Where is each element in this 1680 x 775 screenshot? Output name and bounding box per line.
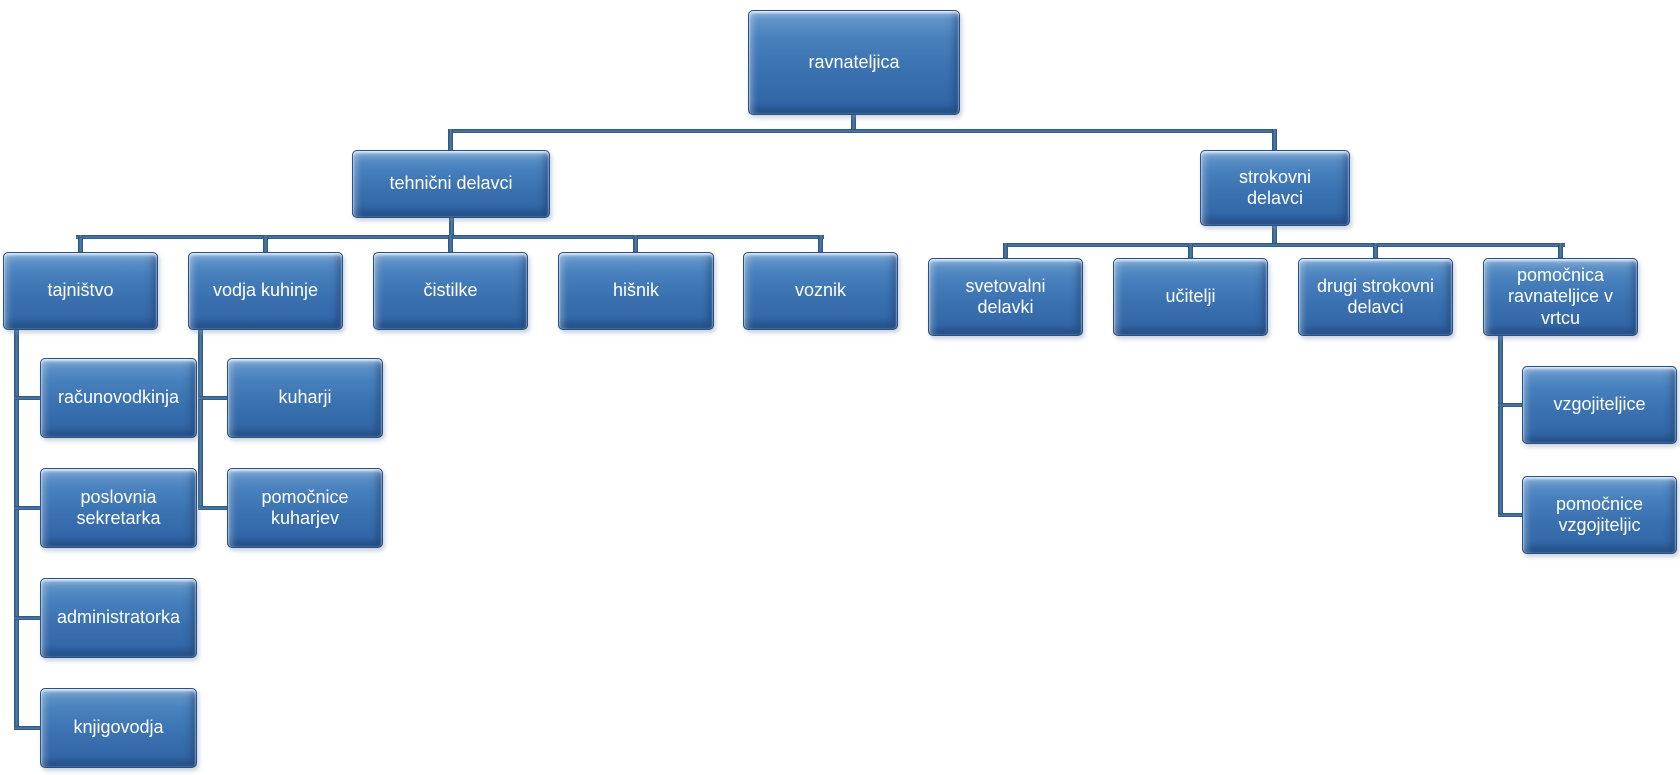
node-label: administratorka — [56, 607, 181, 628]
node-label: ravnateljica — [808, 51, 900, 72]
node-knjigovodja[interactable]: knjigovodja — [40, 688, 197, 768]
node-vzgojiteljice[interactable]: vzgojiteljice — [1522, 366, 1677, 444]
node-administratorka[interactable]: administratorka — [40, 578, 197, 658]
node-label: strokovni delavci — [1238, 166, 1312, 208]
node-label: tehnični delavci — [389, 173, 513, 194]
connector-bus-strokovni — [1003, 243, 1565, 247]
node-label: pomočnice vzgojiteljic — [1555, 493, 1644, 535]
node-pomocnice-vzgojiteljic[interactable]: pomočnice vzgojiteljic — [1522, 476, 1677, 554]
node-drugi-strokovni-delavci[interactable]: drugi strokovni delavci — [1298, 258, 1453, 336]
node-pomocnice-kuharjev[interactable]: pomočnice kuharjev — [227, 468, 383, 548]
node-voznik[interactable]: voznik — [743, 252, 898, 330]
node-ucitelji[interactable]: učitelji — [1113, 258, 1268, 336]
connector-to-pomocnica — [1558, 243, 1563, 258]
connector-bus1-to-tehnicni — [448, 129, 453, 150]
connector-bus1-to-strokovni — [1272, 129, 1277, 150]
node-label: pomočnica ravnateljice v vrtcu — [1507, 265, 1614, 328]
connector-hang-tajnistvo — [14, 329, 19, 730]
node-tajnistvo[interactable]: tajništvo — [3, 252, 158, 330]
node-pomocnica-ravnateljice-v-vrtcu[interactable]: pomočnica ravnateljice v vrtcu — [1483, 258, 1638, 336]
node-label: drugi strokovni delavci — [1316, 275, 1435, 317]
node-label: tajništvo — [47, 280, 114, 301]
connector-to-ucitelji — [1188, 243, 1193, 258]
node-kuharji[interactable]: kuharji — [227, 358, 383, 438]
node-label: knjigovodja — [73, 717, 164, 738]
connector-to-vzgojiteljice — [1498, 403, 1522, 407]
connector-to-knjigovodja — [14, 726, 40, 730]
node-label: voznik — [794, 280, 847, 301]
node-label: učitelji — [1165, 286, 1216, 307]
connector-tehnicni-down — [449, 218, 454, 239]
node-label: svetovalni delavki — [965, 275, 1046, 317]
connector-to-racunovodkinja — [14, 396, 40, 400]
connector-hang-vodja-kuhinje — [198, 329, 203, 510]
node-cistilke[interactable]: čistilke — [373, 252, 528, 330]
connector-to-drugi-strokovni — [1373, 243, 1378, 258]
connector-bus-level1 — [448, 129, 1277, 133]
node-svetovalni-delavki[interactable]: svetovalni delavki — [928, 258, 1083, 336]
connector-hang-pomocnica — [1498, 336, 1503, 517]
connector-to-poslovnia-sekretarka — [14, 506, 40, 510]
node-strokovni-delavci[interactable]: strokovni delavci — [1200, 150, 1350, 226]
connector-to-administratorka — [14, 616, 40, 620]
node-poslovnia-sekretarka[interactable]: poslovnia sekretarka — [40, 468, 197, 548]
node-label: kuharji — [278, 387, 332, 408]
connector-to-svetovalni — [1003, 243, 1008, 258]
connector-to-tajnistvo — [78, 235, 83, 252]
node-label: vzgojiteljice — [1553, 394, 1646, 415]
connector-to-hisnik — [633, 235, 638, 252]
node-label: poslovnia sekretarka — [76, 486, 161, 528]
connector-strokovni-down — [1272, 226, 1277, 247]
node-hisnik[interactable]: hišnik — [558, 252, 714, 330]
node-vodja-kuhinje[interactable]: vodja kuhinje — [188, 252, 343, 330]
node-label: čistilke — [423, 280, 478, 301]
node-tehnicni-delavci[interactable]: tehnični delavci — [352, 150, 550, 218]
node-label: pomočnice kuharjev — [261, 486, 349, 528]
node-racunovodkinja[interactable]: računovodkinja — [40, 358, 197, 438]
node-label: vodja kuhinje — [212, 280, 319, 301]
connector-to-kuharji — [198, 396, 227, 400]
connector-to-voznik — [818, 235, 823, 252]
connector-to-vodja-kuhinje — [263, 235, 268, 252]
connector-root-down — [851, 112, 856, 133]
node-label: hišnik — [612, 280, 660, 301]
connector-to-pomocnice-kuharjev — [198, 506, 227, 510]
node-ravnateljica[interactable]: ravnateljica — [748, 10, 960, 115]
connector-to-cistilke — [448, 235, 453, 252]
node-label: računovodkinja — [57, 387, 180, 408]
connector-to-pomocnice-vzgojiteljic — [1498, 513, 1522, 517]
